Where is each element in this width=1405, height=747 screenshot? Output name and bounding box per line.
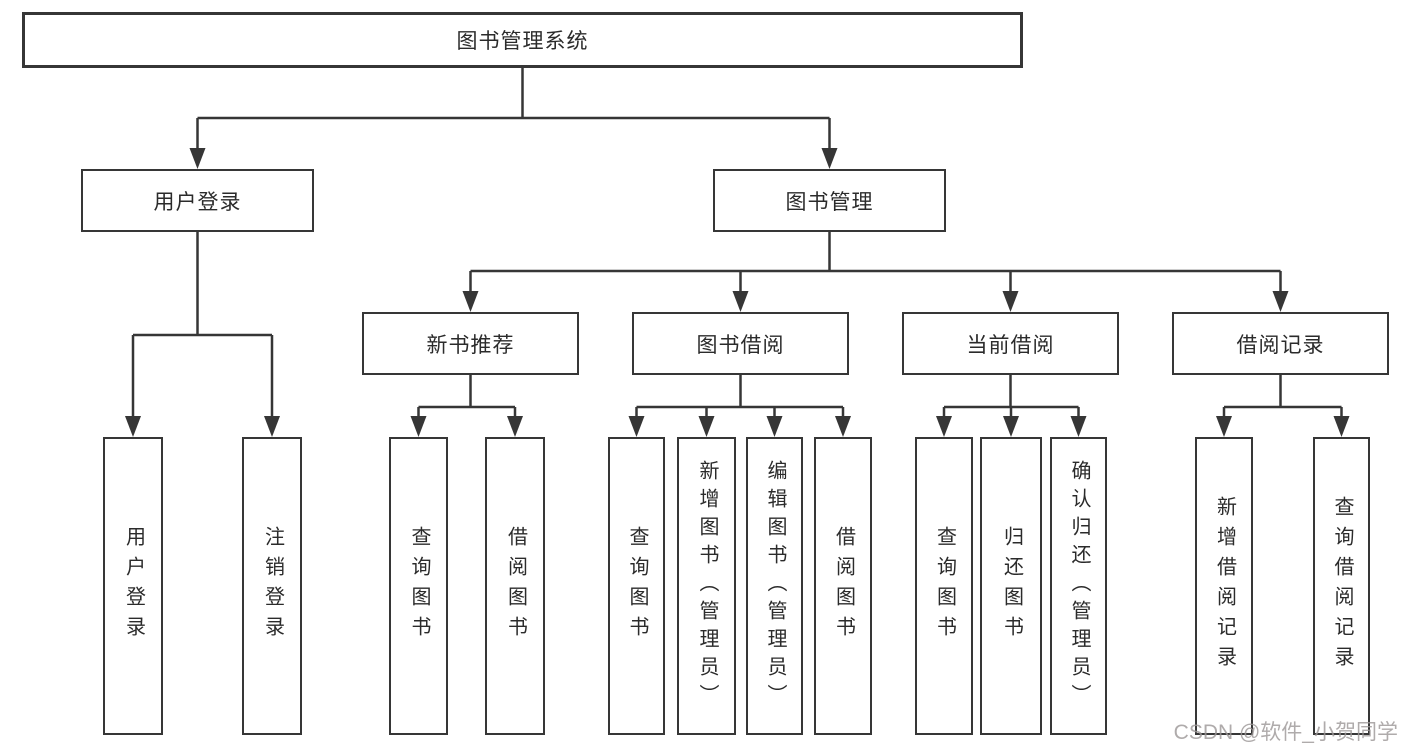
node-leaf-confirm-return-admin: 确认归还（管理员） <box>1050 437 1107 735</box>
node-root-label: 图书管理系统 <box>456 30 589 53</box>
node-leaf-logout-label: 注销登录 <box>261 526 284 646</box>
connector-current-borrow-to-leaves <box>942 375 1080 420</box>
node-leaf-query-books-current-label: 查询图书 <box>933 526 956 646</box>
node-leaf-return-books: 归还图书 <box>980 437 1042 735</box>
node-leaf-add-borrow-record: 新增借阅记录 <box>1195 437 1253 735</box>
arrowheads-root-to-level2 <box>189 148 838 169</box>
node-book-mgmt: 图书管理 <box>713 169 946 232</box>
node-leaf-query-books-current: 查询图书 <box>915 437 973 735</box>
node-current-borrow: 当前借阅 <box>902 312 1119 375</box>
arrowheads-new-book-to-leaves <box>410 416 523 437</box>
node-root: 图书管理系统 <box>22 12 1023 68</box>
node-leaf-edit-books-admin: 编辑图书（管理员） <box>746 437 803 735</box>
node-leaf-query-books-recommend-label: 查询图书 <box>408 526 430 646</box>
arrowheads-book-mgmt-to-level3 <box>462 291 1289 312</box>
node-leaf-add-books-admin-label: 新增图书（管理员） <box>696 460 718 712</box>
arrowheads-book-borrow-to-leaves <box>628 416 851 437</box>
connector-new-book-to-leaves <box>417 375 517 420</box>
node-leaf-query-borrow-record: 查询借阅记录 <box>1313 437 1370 735</box>
connector-book-borrow-to-leaves <box>635 375 845 420</box>
node-user-login-label: 用户登录 <box>153 190 242 214</box>
arrowheads-current-borrow-to-leaves <box>936 416 1087 437</box>
node-book-borrow: 图书借阅 <box>632 312 849 375</box>
node-book-mgmt-label: 图书管理 <box>785 190 874 214</box>
node-leaf-add-books-admin: 新增图书（管理员） <box>677 437 736 735</box>
node-leaf-query-books-recommend: 查询图书 <box>389 437 448 735</box>
connector-root-to-level2 <box>196 68 831 152</box>
node-current-borrow-label: 当前借阅 <box>966 333 1055 357</box>
node-leaf-edit-books-admin-label: 编辑图书（管理员） <box>764 460 786 712</box>
node-leaf-return-books-label: 归还图书 <box>1000 526 1023 646</box>
node-leaf-query-books-borrow-label: 查询图书 <box>626 526 648 646</box>
node-leaf-query-borrow-record-label: 查询借阅记录 <box>1331 496 1353 676</box>
node-leaf-borrow-books: 借阅图书 <box>814 437 872 735</box>
node-new-book-recommend-label: 新书推荐 <box>426 333 515 357</box>
node-borrow-record: 借阅记录 <box>1172 312 1389 375</box>
node-leaf-confirm-return-admin-label: 确认归还（管理员） <box>1068 460 1090 712</box>
node-borrow-record-label: 借阅记录 <box>1236 333 1325 357</box>
node-leaf-add-borrow-record-label: 新增借阅记录 <box>1213 496 1236 676</box>
watermark-text: CSDN @软件_小贺同学 <box>1173 721 1398 744</box>
node-leaf-borrow-books-label: 借阅图书 <box>832 526 855 646</box>
node-book-borrow-label: 图书借阅 <box>696 333 785 357</box>
node-new-book-recommend: 新书推荐 <box>362 312 579 375</box>
arrowheads-borrow-record-to-leaves <box>1216 416 1350 437</box>
node-leaf-logout: 注销登录 <box>242 437 302 735</box>
node-user-login: 用户登录 <box>81 169 314 232</box>
arrowheads-user-login-to-leaves <box>125 416 280 437</box>
node-leaf-query-books-borrow: 查询图书 <box>608 437 665 735</box>
node-leaf-borrow-books-recommend: 借阅图书 <box>485 437 545 735</box>
connector-user-login-to-leaves <box>131 232 274 420</box>
node-leaf-user-login: 用户登录 <box>103 437 163 735</box>
node-leaf-user-login-label: 用户登录 <box>122 526 145 646</box>
node-leaf-borrow-books-recommend-label: 借阅图书 <box>504 526 527 646</box>
connector-borrow-record-to-leaves <box>1222 375 1343 420</box>
connector-book-mgmt-to-level3 <box>469 232 1282 296</box>
